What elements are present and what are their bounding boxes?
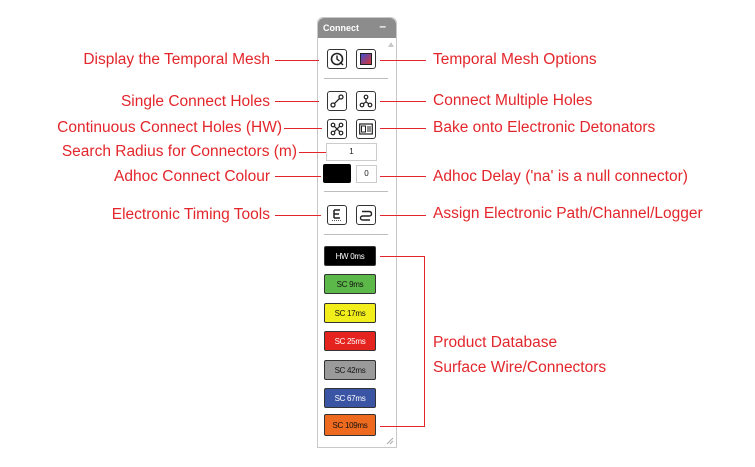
single-connect-button[interactable] xyxy=(327,91,347,111)
callout-line xyxy=(380,176,426,177)
scroll-up-arrow-icon[interactable] xyxy=(388,42,394,47)
bake-detonators-icon xyxy=(359,123,373,135)
callout-line xyxy=(380,128,426,129)
callout-assign-path: Assign Electronic Path/Channel/Logger xyxy=(433,205,703,222)
callout-display-mesh: Display the Temporal Mesh xyxy=(83,51,270,68)
connect-panel: Connect – xyxy=(317,17,397,448)
callout-line xyxy=(284,128,322,129)
search-radius-input[interactable]: 1 xyxy=(326,143,377,161)
electronic-timing-icon xyxy=(332,209,342,221)
product-sc-9ms-button[interactable]: SC 9ms xyxy=(324,274,376,294)
callout-timing-tools: Electronic Timing Tools xyxy=(111,206,270,223)
product-sc-25ms-button[interactable]: SC 25ms xyxy=(324,331,376,351)
callout-line xyxy=(380,60,426,61)
separator xyxy=(324,191,388,192)
continuous-connect-icon xyxy=(330,122,344,136)
minimize-button[interactable]: – xyxy=(379,19,386,33)
callout-product-db-line1: Product Database xyxy=(433,334,558,351)
display-temporal-mesh-button[interactable] xyxy=(327,49,347,69)
separator xyxy=(324,78,388,79)
panel-title: Connect xyxy=(323,23,359,33)
callout-adhoc-colour: Adhoc Connect Colour xyxy=(114,168,270,185)
adhoc-colour-swatch[interactable] xyxy=(323,164,351,183)
callout-line xyxy=(275,101,319,102)
multi-connect-button[interactable] xyxy=(356,91,376,111)
continuous-connect-button[interactable] xyxy=(327,119,347,139)
callout-mesh-options: Temporal Mesh Options xyxy=(433,51,597,68)
separator xyxy=(324,234,388,235)
multi-connect-icon xyxy=(359,94,373,108)
callout-line xyxy=(275,176,321,177)
callout-line xyxy=(380,215,426,216)
panel-titlebar[interactable]: Connect – xyxy=(318,18,396,38)
callout-bake: Bake onto Electronic Detonators xyxy=(433,119,656,136)
callout-line xyxy=(299,152,326,153)
assign-path-button[interactable] xyxy=(356,205,376,225)
callout-continuous-connect: Continuous Connect Holes (HW) xyxy=(57,119,282,136)
product-sc-109ms-button[interactable]: SC 109ms xyxy=(324,414,376,436)
callout-search-radius: Search Radius for Connectors (m) xyxy=(61,143,297,160)
bracket-bottom xyxy=(380,426,425,427)
callout-product-db-line2: Surface Wire/Connectors xyxy=(433,359,607,376)
temporal-mesh-options-icon xyxy=(360,53,372,65)
bracket-top xyxy=(380,256,425,257)
callout-line xyxy=(380,101,426,102)
callout-line xyxy=(275,215,321,216)
temporal-mesh-options-button[interactable] xyxy=(356,49,376,69)
bake-detonators-button[interactable] xyxy=(356,119,376,139)
callout-line xyxy=(275,60,319,61)
single-connect-icon xyxy=(330,94,344,108)
callout-adhoc-delay: Adhoc Delay ('na' is a null connector) xyxy=(433,168,688,185)
electronic-timing-button[interactable] xyxy=(327,205,347,225)
adhoc-delay-input[interactable]: 0 xyxy=(356,165,377,183)
bracket-vertical xyxy=(424,256,425,427)
product-sc-67ms-button[interactable]: SC 67ms xyxy=(324,388,376,408)
product-hw-0ms-button[interactable]: HW 0ms xyxy=(324,246,376,266)
product-sc-42ms-button[interactable]: SC 42ms xyxy=(324,360,376,380)
assign-path-icon xyxy=(359,210,373,221)
callout-single-connect: Single Connect Holes xyxy=(120,93,270,110)
resize-grip-icon[interactable] xyxy=(386,437,394,445)
callout-multi-connect: Connect Multiple Holes xyxy=(433,92,593,109)
product-sc-17ms-button[interactable]: SC 17ms xyxy=(324,303,376,323)
temporal-mesh-display-icon xyxy=(330,52,344,66)
